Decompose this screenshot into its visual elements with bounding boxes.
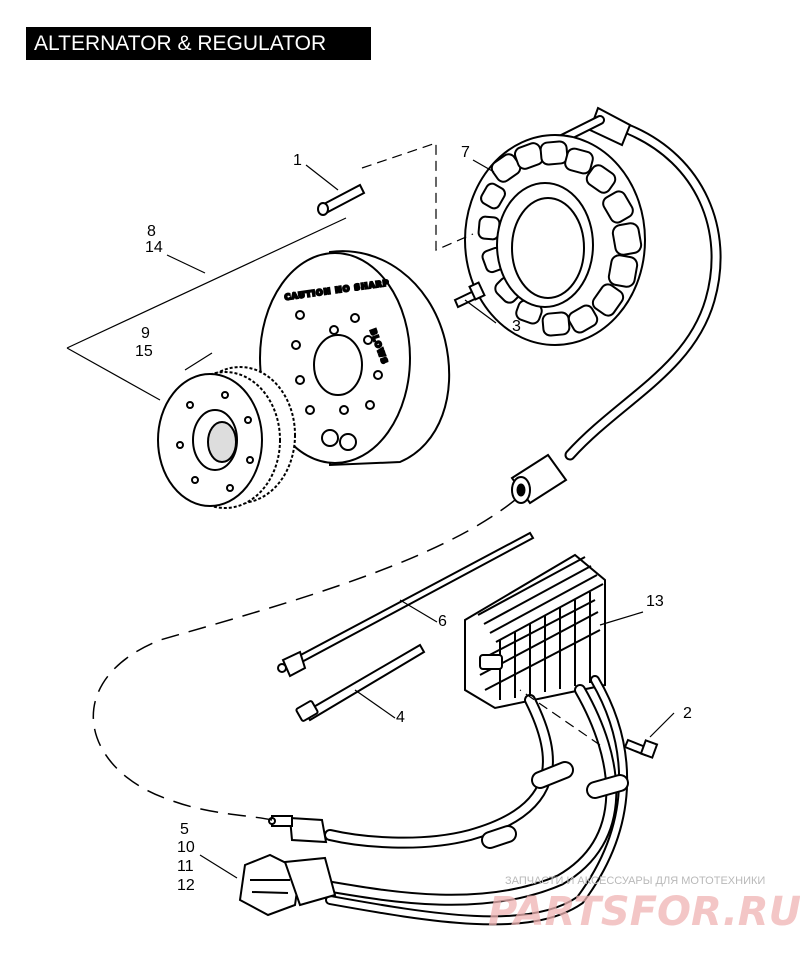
multi-pin-connector xyxy=(238,853,337,917)
callout-14: 14 xyxy=(145,239,163,256)
rotor-bolt xyxy=(453,281,486,309)
callout-10: 10 xyxy=(177,839,195,856)
callout-13: 13 xyxy=(646,593,664,610)
callout-4: 4 xyxy=(396,709,405,726)
page-title: ALTERNATOR & REGULATOR xyxy=(26,27,371,60)
regulator-bolt xyxy=(623,738,659,759)
stator-screw xyxy=(317,183,366,216)
rotor-holes xyxy=(291,310,383,451)
callout-7: 7 xyxy=(461,144,470,161)
regulator-fins xyxy=(477,556,604,700)
cable-grommet xyxy=(510,453,568,505)
watermark-brand: PARTSFOR.RU xyxy=(488,889,800,935)
long-cable-strap xyxy=(277,531,535,678)
harness-routing-dash xyxy=(92,499,516,821)
watermark-tagline: ЗАПЧАСТИ И АКСЕССУАРЫ ДЛЯ МОТОТЕХНИКИ xyxy=(505,875,765,887)
callout-2: 2 xyxy=(683,705,692,722)
callout-6: 6 xyxy=(438,613,447,630)
watermark: ЗАПЧАСТИ И АКСЕССУАРЫ ДЛЯ МОТОТЕХНИКИ PA… xyxy=(488,875,800,935)
stator-coils xyxy=(477,140,643,337)
callout-8: 8 xyxy=(147,223,156,240)
stator-cable xyxy=(510,106,722,505)
compensating-sprocket xyxy=(157,366,296,509)
voltage-regulator xyxy=(464,553,606,710)
rotor: CAUTION NO SHARP BLOWS xyxy=(259,250,451,467)
short-cable-strap xyxy=(295,643,426,722)
stator xyxy=(464,134,646,346)
leader-lines xyxy=(66,142,675,879)
callout-labels: 1 2 3 4 5 6 7 8 9 10 11 12 13 14 15 xyxy=(135,144,692,894)
callout-12: 12 xyxy=(177,877,195,894)
callout-5: 5 xyxy=(180,821,189,838)
callout-15: 15 xyxy=(135,343,153,360)
callout-3: 3 xyxy=(512,318,521,335)
callout-1: 1 xyxy=(293,152,302,169)
single-pin-connector xyxy=(268,815,328,844)
sprocket-bolt-holes xyxy=(176,391,254,492)
regulator-harness xyxy=(314,675,629,926)
callout-9: 9 xyxy=(141,325,150,342)
callout-11: 11 xyxy=(177,858,194,875)
